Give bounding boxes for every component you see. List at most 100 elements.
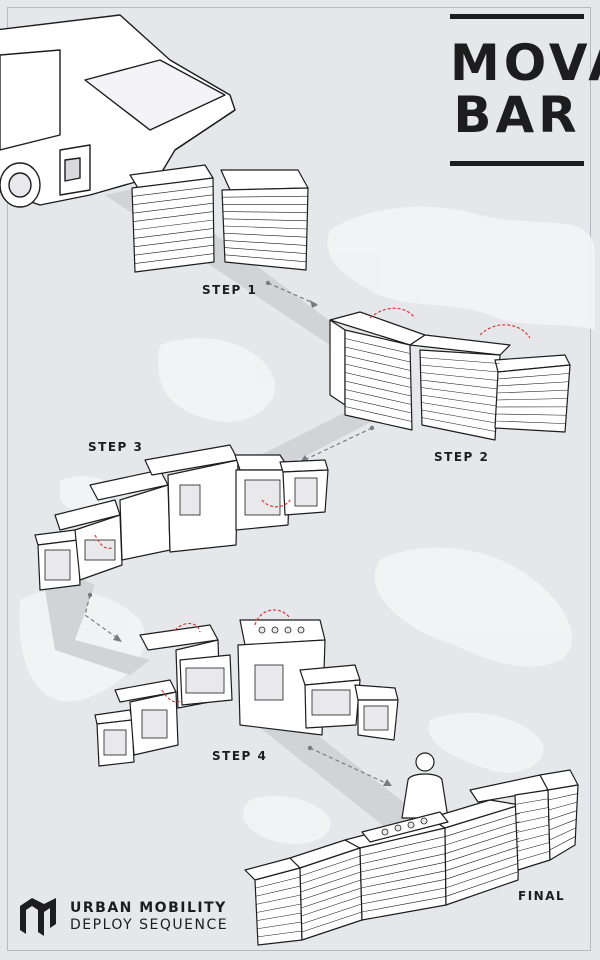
slat-line: [445, 813, 520, 837]
slat-line: [516, 833, 550, 843]
slat-line: [495, 413, 567, 416]
slat-line: [133, 219, 214, 231]
slat-line: [344, 397, 412, 414]
slat-line: [256, 894, 301, 905]
slat-line: [134, 244, 214, 256]
van-illustration: [0, 14, 236, 208]
slat-line: [300, 863, 361, 885]
step-1-crates: [129, 164, 309, 273]
title-top-rule: [450, 14, 584, 19]
slat-line: [255, 876, 301, 889]
slat-line: [445, 821, 520, 846]
slat-line: [344, 363, 411, 380]
title-line-1: MOVA: [450, 34, 600, 92]
slat-line: [445, 838, 520, 863]
slat-line: [445, 871, 519, 897]
step-4-details: [103, 626, 389, 756]
slat-line: [132, 194, 214, 206]
slat-line: [257, 930, 302, 938]
slat-line: [344, 372, 412, 388]
slat-line: [420, 379, 499, 390]
slat-line: [496, 389, 569, 394]
slat-line: [361, 887, 446, 905]
slat-line: [497, 381, 569, 387]
slat-line: [300, 879, 361, 901]
arrow-heads: [87, 280, 392, 786]
slat-line: [516, 824, 550, 833]
step-2-modules: [329, 311, 571, 441]
slat-line: [133, 228, 214, 239]
slat-line: [360, 836, 446, 857]
slat-line: [344, 406, 412, 422]
slat-line: [134, 236, 214, 248]
slat-line: [344, 389, 412, 405]
final-bar-details: [381, 817, 428, 836]
slat-line: [420, 357, 500, 364]
step-3-details: [44, 477, 318, 581]
poster-title: MOVA BAR: [450, 14, 600, 166]
slat-line: [134, 253, 214, 264]
brand-logo-icon: [20, 898, 56, 936]
slat-line: [361, 870, 446, 889]
slat-line: [421, 417, 496, 432]
slat-line: [549, 827, 576, 841]
slat-line: [344, 355, 411, 371]
slat-line: [496, 398, 568, 401]
brand-line-2: DEPLOY SEQUENCE: [70, 917, 229, 933]
step-3-modules: [34, 444, 329, 591]
slat-line: [549, 819, 577, 831]
slat-line: [360, 861, 446, 881]
slat-line: [517, 850, 550, 861]
slat-line: [421, 402, 497, 415]
title-line-2: BAR: [453, 86, 581, 144]
slat-line: [256, 903, 302, 913]
slat-line: [344, 338, 411, 354]
slat-line: [548, 793, 578, 801]
step-4-rotation-arrows: [161, 609, 291, 703]
slat-line: [445, 846, 519, 872]
slat-line: [445, 854, 519, 880]
final-label: FINAL: [518, 889, 566, 903]
slat-line: [497, 373, 570, 380]
slat-line: [549, 836, 576, 851]
slat-line: [256, 912, 302, 921]
slat-line: [223, 225, 308, 230]
slat-line: [300, 871, 361, 893]
slat-line: [224, 247, 307, 254]
step-1-label: STEP 1: [202, 283, 258, 297]
slat-line: [421, 394, 498, 407]
slat-line: [255, 885, 301, 897]
step-3-label: STEP 3: [88, 440, 144, 454]
slat-line: [224, 240, 307, 246]
slat-line: [223, 218, 308, 222]
poster-frame: [7, 7, 591, 951]
slat-line: [517, 842, 550, 852]
slat-line: [495, 420, 566, 424]
slat-line: [301, 895, 362, 917]
person-silhouette: [401, 752, 449, 819]
slat-line: [344, 346, 411, 363]
slat-line: [301, 887, 362, 909]
slat-line: [222, 195, 308, 198]
slat-line: [361, 896, 446, 913]
slat-line: [132, 202, 214, 214]
slat-line: [420, 364, 500, 373]
brand-block: URBAN MOBILITY DEPLOY SEQUENCE: [16, 894, 228, 940]
slat-line: [223, 232, 307, 238]
slat-line: [420, 372, 499, 381]
slat-line: [301, 911, 362, 933]
step-3-rotation-arrows: [94, 499, 291, 550]
slat-line: [361, 879, 446, 897]
step-2-slats: [344, 338, 570, 432]
slat-line: [344, 380, 412, 397]
slat-line: [301, 903, 362, 925]
step-1-slats: [132, 186, 308, 264]
slat-line: [420, 387, 498, 398]
slat-line: [515, 807, 549, 815]
slat-line: [445, 863, 519, 889]
slat-line: [224, 254, 307, 263]
sequence-arrows: [84, 282, 391, 786]
step-2-label: STEP 2: [434, 450, 490, 464]
brand-line-1: URBAN MOBILITY: [70, 900, 227, 916]
